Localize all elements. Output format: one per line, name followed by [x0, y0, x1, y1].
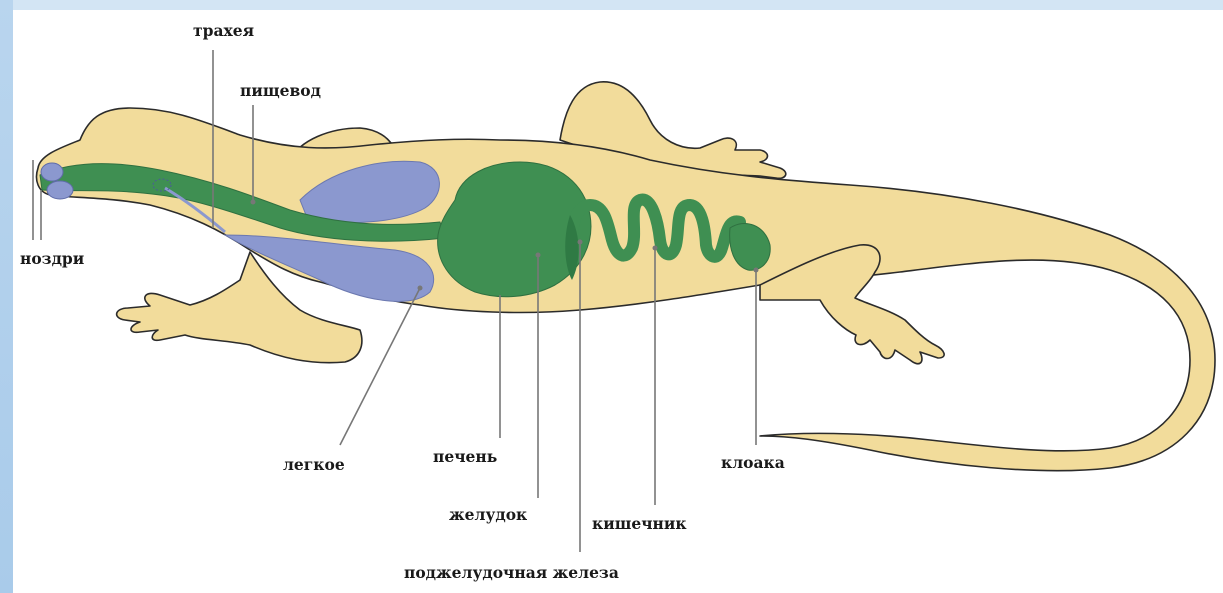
leader-lung: [340, 288, 420, 445]
nostril-upper: [41, 163, 63, 181]
dot-cloaca: [754, 268, 759, 273]
label-nostrils: ноздри: [20, 249, 84, 268]
label-lung: легкое: [283, 455, 345, 474]
dot-stomach: [536, 253, 541, 258]
dot-pancreas: [578, 240, 583, 245]
label-esophagus: пищевод: [240, 81, 321, 100]
nostril-lower: [47, 181, 73, 199]
label-liver: печень: [433, 447, 497, 466]
label-stomach: желудок: [449, 505, 527, 524]
label-cloaca: клоака: [721, 453, 785, 472]
dot-lung: [418, 286, 423, 291]
label-intestine: кишечник: [592, 514, 687, 533]
dot-intestine: [653, 246, 658, 251]
label-trachea: трахея: [193, 21, 254, 40]
label-pancreas: поджелудочная железа: [404, 563, 619, 582]
dot-esophagus: [251, 200, 256, 205]
